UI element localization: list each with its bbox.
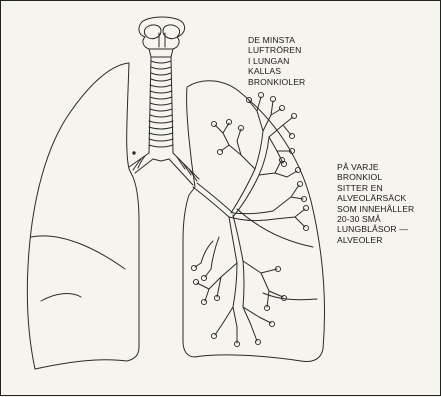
bronchioles-label: DE MINSTA LUFTRÖREN I LUNGAN KALLAS BRON…	[248, 35, 305, 87]
trachea	[149, 57, 173, 153]
bronchi	[129, 152, 199, 185]
alveoli-label: PÅ VARJE BRONKIOL SITTER EN ALVEOLÄRSÄCK…	[337, 162, 414, 245]
bronchiole-tree	[193, 97, 305, 343]
right-lung	[183, 81, 325, 362]
left-lung	[27, 63, 139, 369]
larynx	[139, 17, 185, 57]
